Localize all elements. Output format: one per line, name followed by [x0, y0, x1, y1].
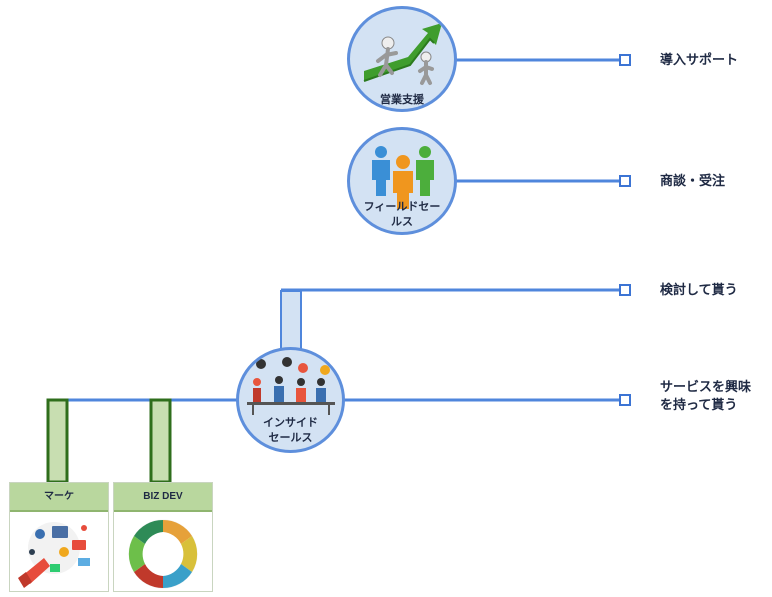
card-header: マーケ: [10, 483, 108, 512]
three-people-icon: [372, 146, 434, 209]
node-label-line2: セールス: [268, 432, 313, 444]
card-header: BIZ DEV: [114, 483, 212, 512]
hands-circle-icon: [128, 519, 198, 589]
endpoint-box-interest[interactable]: [619, 394, 631, 406]
endpoint-label-consideration: 検討して貰う: [660, 282, 738, 297]
marketing-megaphone-icon: [18, 522, 90, 588]
stem-bizdev: [149, 398, 172, 484]
node-label-line1: インサイド: [263, 417, 318, 429]
card-marketing[interactable]: マーケ: [9, 482, 109, 592]
stem-marketing: [46, 398, 69, 484]
endpoint-box-negotiation[interactable]: [619, 175, 631, 187]
node-label-line2: ルス: [391, 216, 413, 228]
connector-elbow: [280, 290, 302, 350]
team-at-desk-icon: [247, 357, 335, 415]
endpoint-label-interest-line2: を持って貰う: [660, 397, 738, 412]
node-label: 営業支援: [380, 94, 424, 106]
node-inside-sales[interactable]: インサイド セールス: [236, 347, 345, 453]
endpoint-label-negotiation: 商談・受注: [660, 173, 726, 188]
node-label-line1: フィールドセー: [363, 201, 441, 213]
card-bizdev[interactable]: BIZ DEV: [113, 482, 213, 592]
endpoint-label-onboarding: 導入サポート: [660, 52, 739, 67]
climbing-figures-icon: [363, 23, 442, 85]
endpoint-label-interest-line1: サービスを興味: [660, 379, 752, 394]
node-field-sales[interactable]: フィールドセー ルス: [347, 127, 457, 235]
node-sales-support[interactable]: 営業支援: [347, 6, 457, 112]
endpoint-box-consideration[interactable]: [619, 284, 631, 296]
endpoint-box-onboarding[interactable]: [619, 54, 631, 66]
